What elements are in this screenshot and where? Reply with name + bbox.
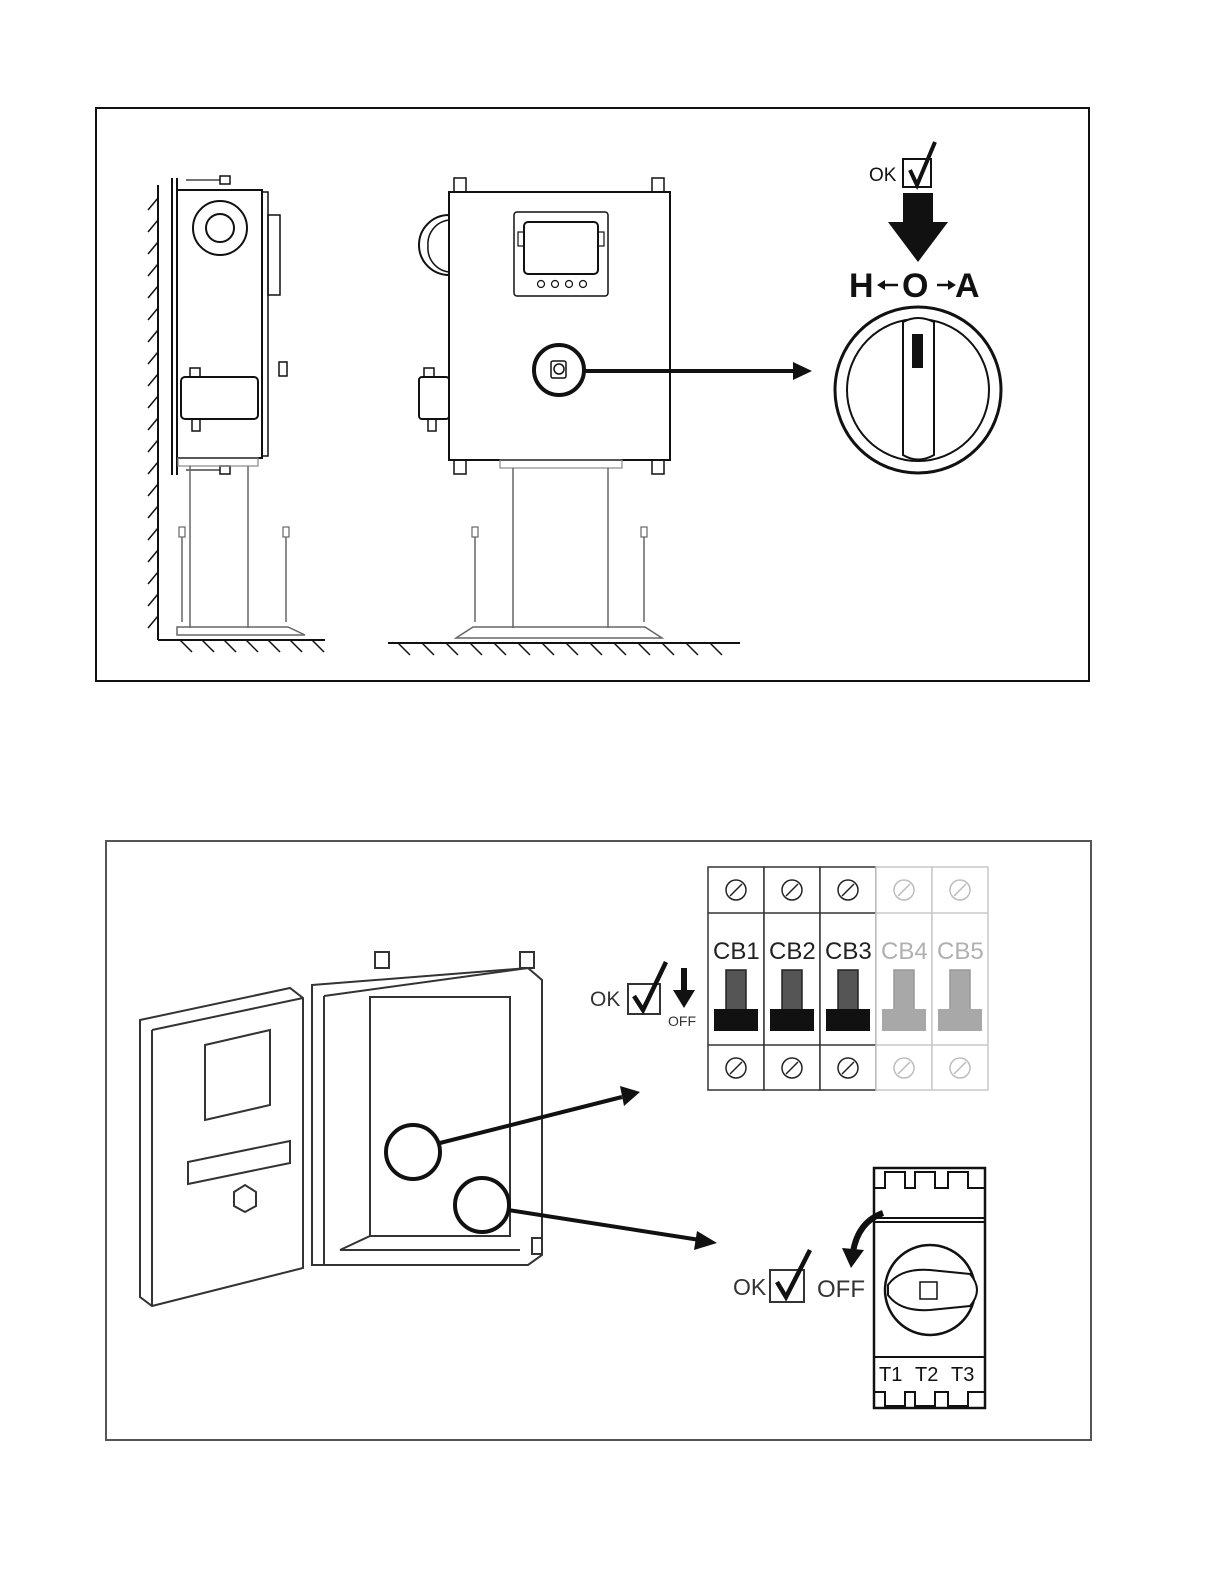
breaker-ok-indicator: OK OFF [590, 962, 696, 1029]
disconnect-callout-arrow [508, 1210, 700, 1240]
breaker-ok-label: OK [590, 988, 620, 1011]
breaker-cb4: CB4 [876, 867, 932, 1090]
breaker-cb3: CB3 [820, 867, 876, 1090]
breaker-label: CB1 [713, 938, 760, 965]
down-arrow-icon [673, 990, 695, 1008]
breaker-off-label: OFF [668, 1013, 696, 1029]
breaker-highlight [386, 1125, 440, 1179]
terminal-label-t1: T1 [879, 1364, 902, 1386]
disconnect-ok-indicator: OK OFF [733, 1213, 883, 1303]
breaker-label: CB5 [937, 938, 984, 965]
breaker-label: CB4 [881, 938, 928, 965]
breaker-cb5: CB5 [932, 867, 988, 1090]
disconnect-highlight [455, 1178, 509, 1232]
main-disconnect-switch: T1 T2 T3 [874, 1168, 985, 1408]
terminal-label-t3: T3 [951, 1364, 974, 1386]
terminal-label-t2: T2 [915, 1364, 938, 1386]
breaker-cb2: CB2 [764, 867, 820, 1090]
breaker-label: CB2 [769, 938, 816, 965]
disconnect-off-label: OFF [817, 1276, 865, 1303]
check-mark-icon [634, 962, 666, 1010]
breaker-callout-arrow [440, 1097, 622, 1143]
breaker-cb1: CB1 [708, 867, 764, 1090]
breaker-label: CB3 [825, 938, 872, 965]
disconnect-ok-label: OK [733, 1274, 767, 1300]
open-enclosure [140, 952, 542, 1306]
circuit-breaker-row: CB1 CB2 CB3 CB4 CB5 [708, 867, 988, 1090]
check-mark-icon [777, 1250, 810, 1297]
